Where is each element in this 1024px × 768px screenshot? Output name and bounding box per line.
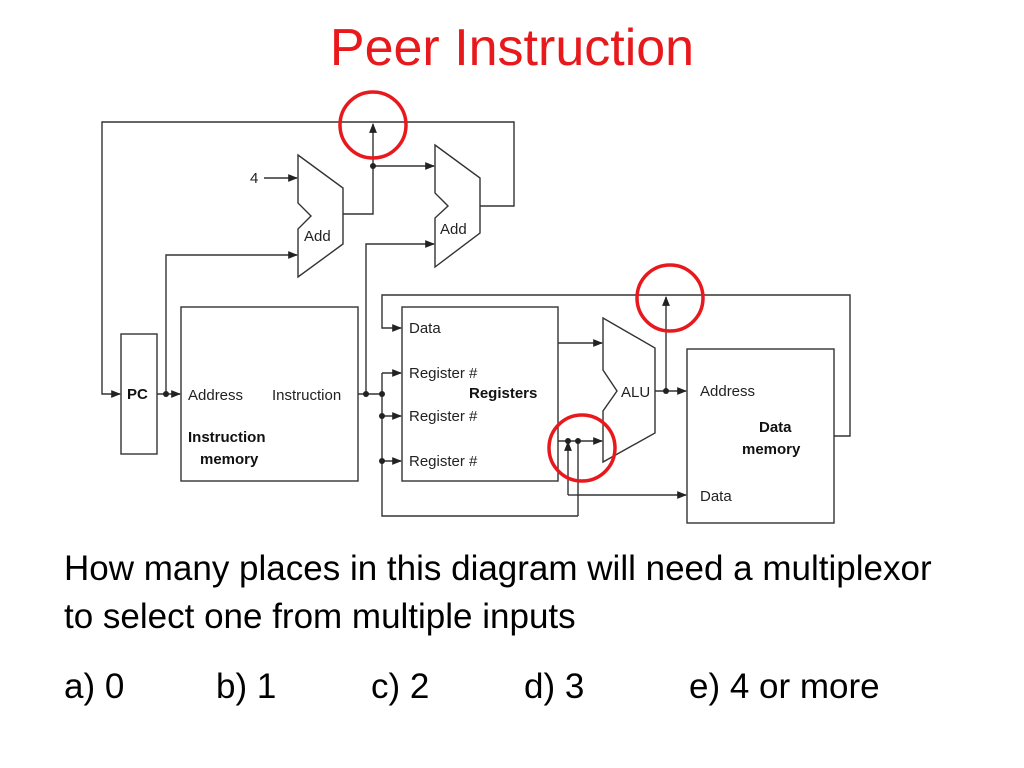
dmem-name-line1: Data	[759, 419, 792, 436]
registers-data-label: Data	[409, 320, 441, 337]
registers-name: Registers	[469, 385, 537, 402]
choice-c: c) 2	[371, 667, 430, 706]
registers-regnum-label-3: Register #	[409, 453, 478, 470]
alu-shape	[602, 316, 656, 464]
highlight-circle-top	[338, 90, 408, 160]
choice-b: b) 1	[216, 667, 277, 706]
pc-label: PC	[127, 386, 148, 403]
imem-name-line2: memory	[200, 451, 259, 468]
highlight-circle-alu-output	[635, 263, 705, 333]
adder-2	[434, 143, 481, 269]
dmem-data-label: Data	[700, 488, 732, 505]
choice-e: e) 4 or more	[689, 667, 880, 706]
registers-regnum-label-1: Register #	[409, 365, 478, 382]
slide-title: Peer Instruction	[329, 19, 695, 77]
registers-regnum-label-2: Register #	[409, 408, 478, 425]
imem-name-line1: Instruction	[188, 429, 266, 446]
dmem-address-label: Address	[700, 383, 755, 400]
choice-a: a) 0	[64, 667, 125, 706]
imem-instruction-label: Instruction	[272, 387, 341, 404]
adder-1	[297, 153, 344, 279]
constant-four-label: 4	[250, 170, 258, 187]
dmem-name-line2: memory	[742, 441, 801, 458]
question-text: How many places in this diagram will nee…	[64, 549, 932, 636]
alu-label: ALU	[621, 384, 650, 401]
highlight-circles	[338, 90, 705, 483]
register-file-box	[401, 306, 559, 482]
junction-dots	[163, 163, 669, 464]
highlight-circle-alu-input	[547, 413, 617, 483]
imem-address-label: Address	[188, 387, 243, 404]
choice-d: d) 3	[524, 667, 585, 706]
adder-1-label: Add	[304, 228, 331, 245]
adder-2-label: Add	[440, 221, 467, 238]
